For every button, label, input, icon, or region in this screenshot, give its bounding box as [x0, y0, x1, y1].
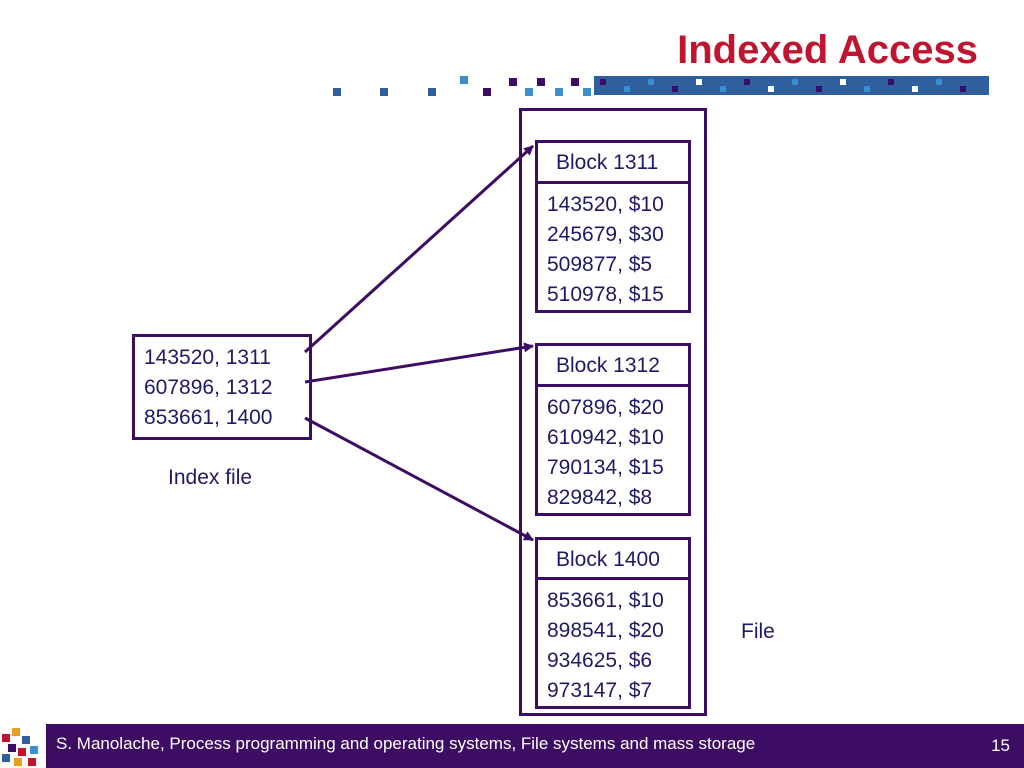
page-number: 15 [991, 736, 1010, 755]
arrow-to-block-1400 [304, 416, 534, 542]
record: 829842, $8 [547, 486, 653, 509]
footer-bar: S. Manolache, Process programming and op… [0, 724, 1024, 768]
record: 245679, $30 [547, 223, 664, 246]
block-name: Block 1312 [556, 354, 660, 377]
file-label: File [741, 620, 775, 643]
record: 607896, $20 [547, 396, 664, 419]
block-name: Block 1311 [556, 151, 659, 174]
record: 934625, $6 [547, 649, 653, 672]
record: 790134, $15 [547, 456, 664, 479]
block-header: Block 1311 [535, 140, 691, 184]
record: 610942, $10 [547, 426, 664, 449]
block-header: Block 1312 [535, 343, 691, 387]
record: 853661, $10 [547, 589, 664, 612]
record: 898541, $20 [547, 619, 664, 642]
record: 973147, $7 [547, 679, 653, 702]
record: 143520, $10 [547, 193, 664, 216]
index-entry: 143520, 1311 [144, 346, 271, 369]
block-records: 853661, $10 898541, $20 934625, $6 97314… [535, 577, 691, 709]
slide-title: Indexed Access [677, 28, 978, 72]
record: 509877, $5 [547, 253, 653, 276]
index-entry: 853661, 1400 [144, 406, 273, 429]
block-name: Block 1400 [556, 548, 660, 571]
arrow-to-block-1312 [304, 342, 534, 384]
block-records: 143520, $10 245679, $30 509877, $5 51097… [535, 181, 691, 313]
index-entry: 607896, 1312 [144, 376, 273, 399]
decorative-square-pattern [333, 76, 989, 96]
footer-text: S. Manolache, Process programming and op… [56, 734, 756, 753]
logo-mosaic-icon [0, 724, 46, 768]
index-file-label: Index file [168, 466, 253, 489]
arrow-to-block-1311 [303, 144, 535, 354]
block-records: 607896, $20 610942, $10 790134, $15 8298… [535, 384, 691, 516]
block-header: Block 1400 [535, 537, 691, 581]
record: 510978, $15 [547, 283, 664, 306]
index-file-box: 143520, 1311 607896, 1312 853661, 1400 [132, 334, 312, 440]
